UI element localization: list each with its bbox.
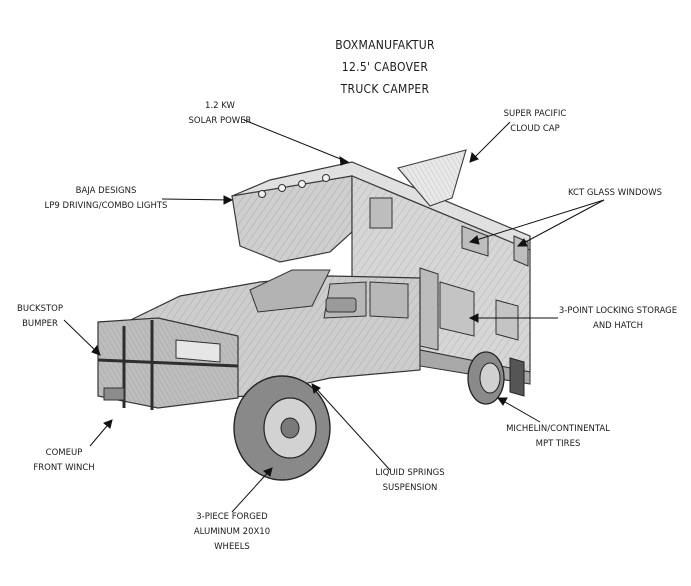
callout-winch: COMEUP FRONT WINCH — [24, 446, 104, 476]
winch-body — [103, 387, 125, 401]
callout-winch-line1: COMEUP — [45, 448, 83, 458]
roof-lights — [258, 174, 330, 198]
callout-solar-line2: SOLAR POWER — [188, 116, 252, 126]
callout-tires: MICHELIN/CONTINENTAL MPT TIRES — [500, 422, 616, 452]
callout-cloud-cap-line2: CLOUD CAP — [510, 124, 560, 134]
callout-tires-line2: MPT TIRES — [535, 439, 581, 449]
callout-storage-line2: AND HATCH — [593, 321, 643, 331]
callout-storage-hatch: 3-POINT LOCKING STORAGE AND HATCH — [550, 304, 686, 334]
title-line-2: 12.5' CABOVER — [341, 60, 429, 74]
storage-door — [495, 299, 519, 341]
rear-mudflap — [509, 357, 525, 397]
callout-driving-lights: BAJA DESIGNS LP9 DRIVING/COMBO LIGHTS — [36, 184, 176, 214]
callout-solar-power: 1.2 KW SOLAR POWER — [180, 99, 260, 129]
rear-wheel — [467, 351, 505, 405]
callout-wheels: 3-PIECE FORGED ALUMINUM 20X10 WHEELS — [182, 510, 282, 555]
callout-solar-line1: 1.2 KW — [205, 101, 235, 111]
callout-bumper: BUCKSTOP BUMPER — [10, 302, 70, 332]
callout-lights-line2: LP9 DRIVING/COMBO LIGHTS — [44, 201, 168, 211]
callout-lights-line1: BAJA DESIGNS — [75, 186, 137, 196]
front-wheel — [233, 375, 331, 481]
callout-wheels-line3: WHEELS — [214, 542, 250, 552]
callout-windows: KCT GLASS WINDOWS — [560, 186, 670, 201]
title-line-1: BOXMANUFAKTUR — [335, 38, 435, 52]
leader-lines — [63, 119, 605, 513]
callout-cloud-cap-line1: SUPER PACIFIC — [503, 109, 567, 119]
callout-windows-line1: KCT GLASS WINDOWS — [567, 188, 663, 198]
callout-suspension-line2: SUSPENSION — [382, 483, 438, 493]
callout-cloud-cap: SUPER PACIFIC CLOUD CAP — [490, 107, 580, 137]
callout-winch-line2: FRONT WINCH — [33, 463, 95, 473]
storage-hatch — [439, 281, 475, 337]
callout-tires-line1: MICHELIN/CONTINENTAL — [506, 424, 610, 434]
truck-cab — [97, 269, 531, 410]
callout-wheels-line1: 3-PIECE FORGED — [196, 512, 268, 522]
callout-bumper-line1: BUCKSTOP — [17, 304, 63, 314]
callout-suspension-line1: LIQUID SPRINGS — [375, 468, 445, 478]
cabover-window — [369, 197, 393, 229]
callout-bumper-line2: BUMPER — [22, 319, 58, 329]
callout-storage-line1: 3-POINT LOCKING STORAGE — [558, 306, 678, 316]
callout-suspension: LIQUID SPRINGS SUSPENSION — [362, 466, 458, 496]
callout-wheels-line2: ALUMINUM 20X10 — [193, 527, 271, 537]
title-line-3: TRUCK CAMPER — [340, 82, 430, 96]
